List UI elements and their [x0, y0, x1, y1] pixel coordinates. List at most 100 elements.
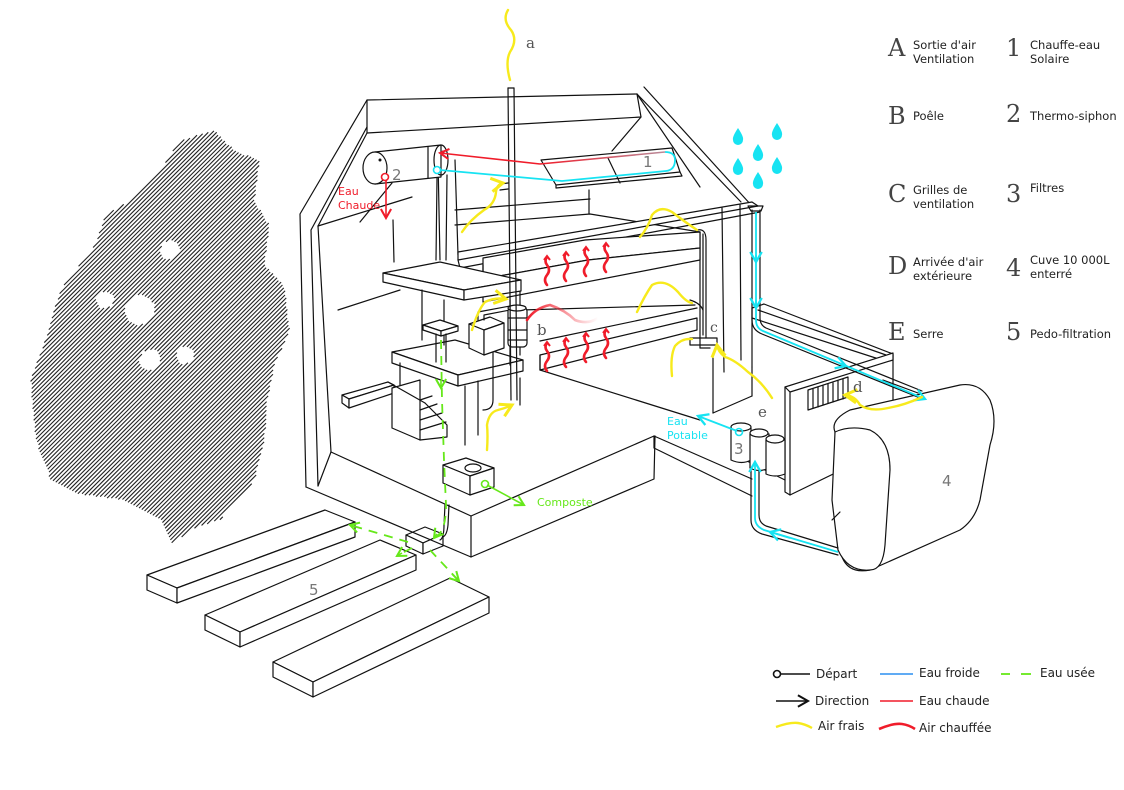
- tree-hatch-line: [48, 369, 152, 473]
- tree-hatch-line: [171, 157, 255, 241]
- label-4: 4: [942, 472, 952, 490]
- key-letter: C: [888, 180, 907, 208]
- tree-hatch-line: [69, 280, 279, 490]
- tree-hatch-line: [47, 369, 148, 470]
- tree-hatch-line: [32, 311, 126, 405]
- tree-hatch-line: [164, 427, 267, 529]
- tree-hatch-line: [141, 179, 258, 296]
- tree-hatch-line: [92, 301, 287, 496]
- heated-air-squiggle: [543, 255, 551, 287]
- tree-hatch-line: [31, 258, 166, 394]
- cold-water-flows: [432, 151, 928, 553]
- tree-hatch-line: [165, 156, 252, 243]
- tree-hatch-line: [81, 290, 286, 495]
- tree-hatch-line: [52, 356, 178, 482]
- tree-hatch-line: [127, 347, 283, 503]
- tree-hatch-line: [178, 165, 260, 247]
- tree-hatch-line: [154, 205, 258, 309]
- tree-hatch-line: [144, 185, 257, 297]
- tree-hatch-line: [179, 170, 258, 250]
- rain-drop-icon: [732, 158, 744, 175]
- tree-hatch-line: [43, 363, 141, 462]
- tree-hatch-line: [53, 140, 226, 313]
- tree-hatch-line: [149, 395, 269, 515]
- tree-hatch-line: [130, 356, 279, 505]
- tree-hatch-line: [77, 287, 285, 495]
- tree-hatch-line: [34, 324, 138, 428]
- tree-hatch-line: [33, 320, 130, 417]
- key-number: 1: [1006, 34, 1022, 62]
- tree-hatch-line: [92, 131, 209, 248]
- tree-hatch-line: [162, 418, 267, 523]
- tree-hatch-line: [59, 134, 219, 294]
- tree-hatch-line: [115, 324, 289, 499]
- tree-hatch-line: [95, 306, 287, 498]
- tree-hatch-line: [165, 137, 191, 163]
- label-1: 1: [643, 153, 653, 171]
- key-number: 3: [1006, 180, 1022, 208]
- tree-hatch-line: [157, 241, 268, 352]
- tree-hatch-line: [194, 464, 259, 529]
- tree-hatch-line: [97, 133, 204, 240]
- tree-hatch-line: [151, 199, 255, 303]
- tree-hatch-line: [99, 309, 288, 498]
- tree-hatch-line: [51, 143, 227, 319]
- tree-hatch-line: [166, 432, 265, 532]
- heated-air-arrowhead: [602, 241, 610, 248]
- tree-hatch-line: [32, 307, 126, 401]
- tree-hatch-line: [31, 257, 164, 390]
- tree-hatch-line: [31, 306, 111, 385]
- stove-heat-plume: [525, 303, 600, 324]
- heated-air-squiggle: [562, 337, 570, 369]
- key-label-line1: Serre: [913, 327, 944, 341]
- tree-hatch-line: [122, 333, 289, 500]
- tree-hatch-line: [219, 516, 224, 521]
- tree-hatch-line: [154, 235, 269, 351]
- tree-hatch-line: [63, 362, 189, 487]
- tree-hatch-line: [34, 304, 99, 369]
- tree-hatch-line: [33, 317, 128, 413]
- tree-hatch-line: [167, 437, 265, 535]
- tree-hatch-line: [71, 281, 282, 492]
- hot-water-flows: [379, 147, 666, 221]
- tree-hatch-line: [58, 362, 180, 485]
- label-2: 2: [392, 166, 402, 184]
- tree-hatch-line: [106, 154, 245, 293]
- tree-hatch-line: [150, 231, 269, 351]
- tree-hatch-line: [146, 389, 271, 513]
- heated-air-arrowhead: [582, 331, 590, 338]
- tree-hatch-line: [201, 470, 257, 526]
- tree-hatch-line: [35, 212, 263, 440]
- key-letter: E: [888, 318, 906, 346]
- legend-eau-froide-label: Eau froide: [919, 666, 980, 680]
- tree-hatch-line: [44, 366, 142, 464]
- label-a: a: [526, 34, 535, 52]
- heated-air-squiggle: [602, 328, 610, 360]
- heated-air-arrowhead: [582, 245, 590, 252]
- label-eau-chaude-line1: Eau: [338, 185, 359, 198]
- tree-hatch-line: [102, 153, 242, 293]
- tree-hatch-line: [106, 317, 288, 499]
- tree-hatch-line: [40, 353, 143, 456]
- tree-hatch-line: [186, 267, 267, 348]
- tree-hatch-line: [42, 152, 239, 349]
- rain-drop-icon: [752, 144, 764, 161]
- tree-hatch-line: [213, 483, 253, 522]
- tree-hatch-line: [49, 352, 178, 480]
- tree-hatch-line: [137, 175, 258, 296]
- tree-hatch-line: [30, 307, 105, 382]
- label-composte: Composte: [537, 496, 593, 509]
- tree-hatch-line: [157, 409, 267, 519]
- tree-hatch-line: [141, 379, 272, 510]
- label-3: 3: [734, 440, 744, 458]
- tree-hatch-line: [103, 209, 115, 221]
- key-label-line1: Chauffe-eau: [1030, 38, 1101, 52]
- tree-hatch-line: [55, 359, 179, 483]
- tree-hatch-line: [155, 405, 267, 518]
- tree-hatch-line: [39, 222, 270, 453]
- key-label-line2: enterré: [1030, 267, 1073, 281]
- tree-hatch-line: [113, 251, 161, 299]
- heated-air-arrowhead: [602, 327, 610, 334]
- tree-hatch-line: [38, 218, 266, 446]
- tree-hatch-line: [34, 323, 144, 433]
